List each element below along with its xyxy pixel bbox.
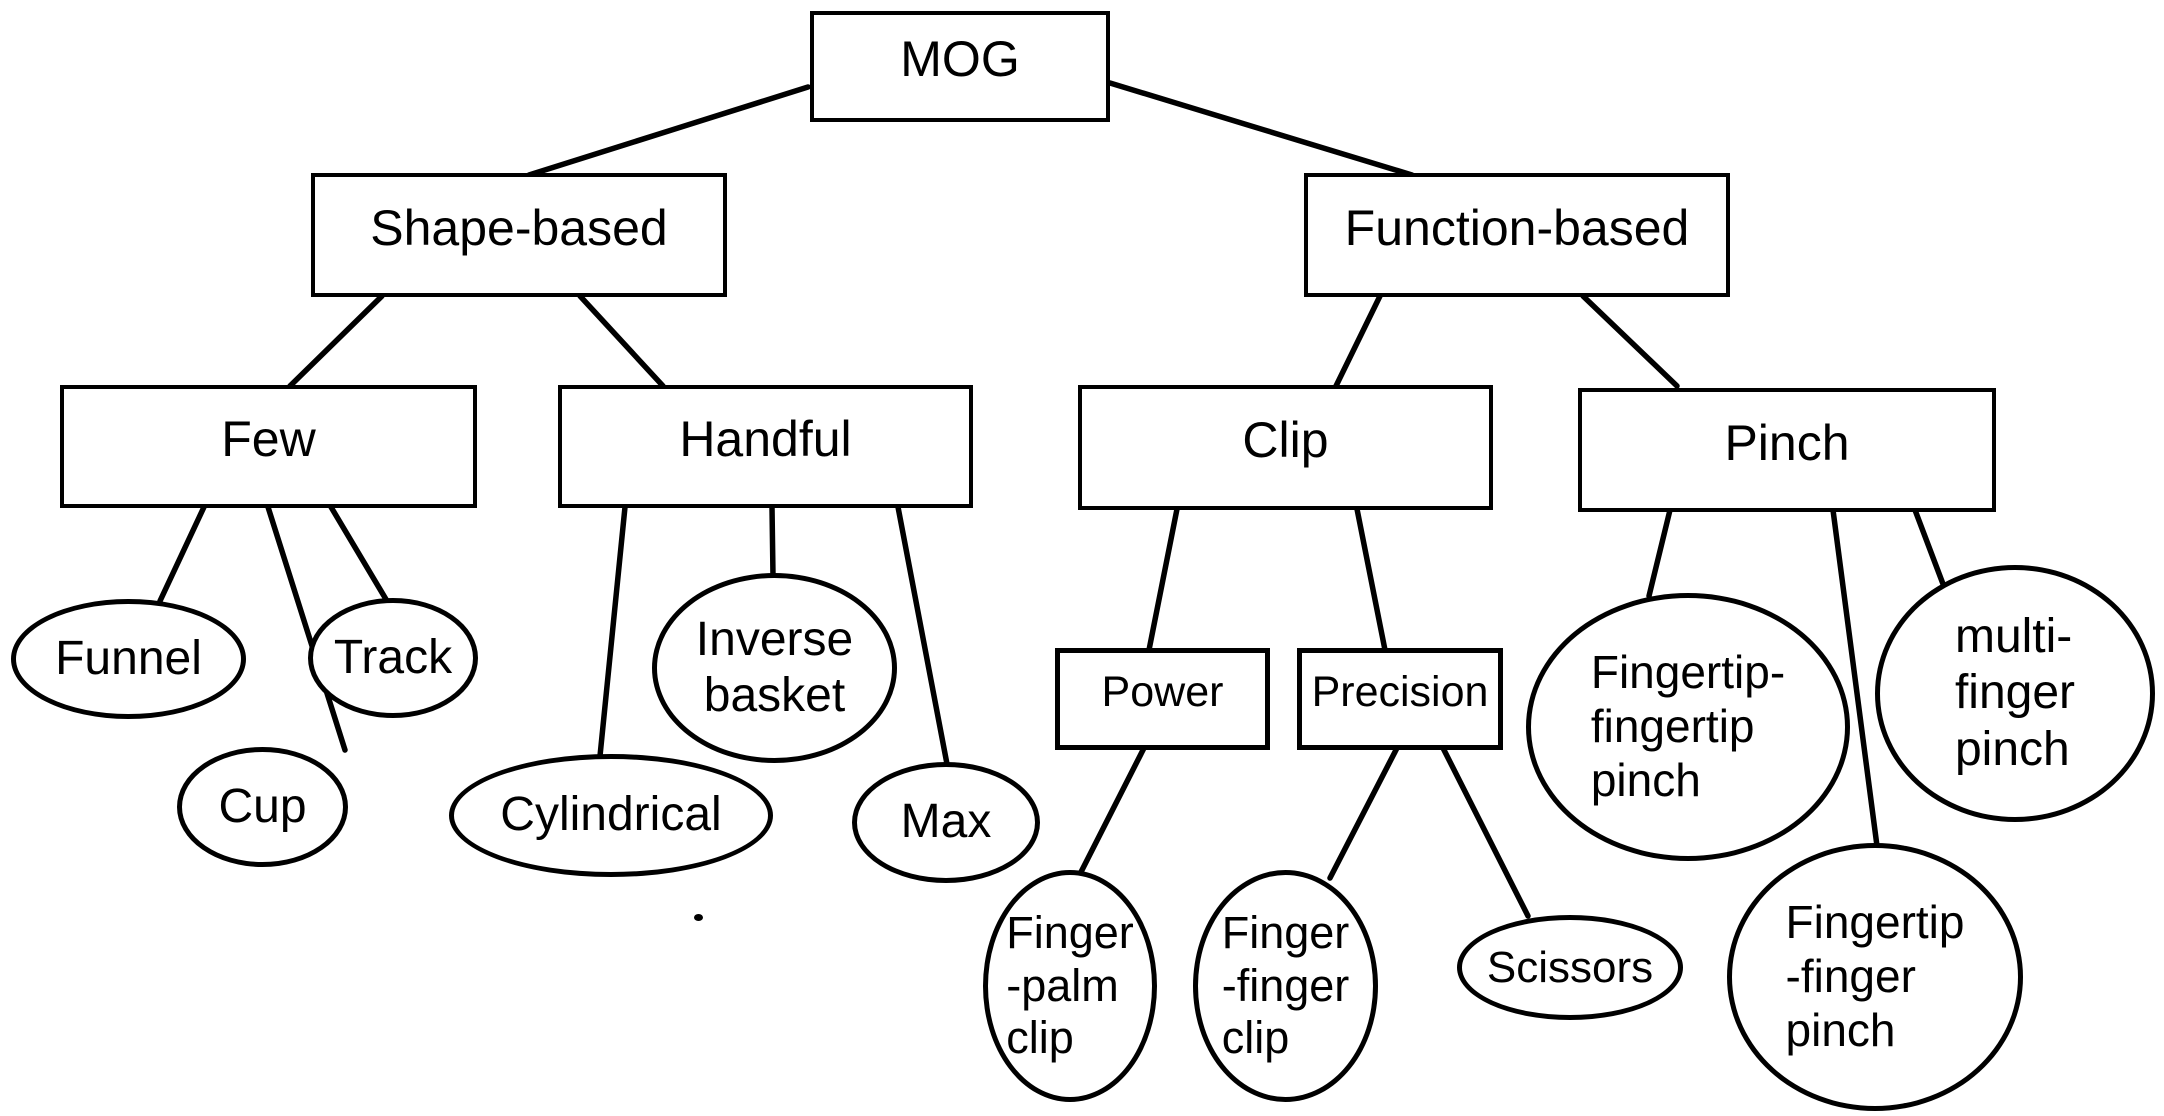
edge-few-funnel — [157, 504, 207, 604]
node-label-line: -finger — [1785, 950, 1916, 1003]
node-label-power: Power — [1102, 667, 1224, 731]
node-label-line: Pinch — [1724, 414, 1850, 471]
node-label-line: Finger — [1221, 907, 1350, 959]
node-label-mog: MOG — [900, 30, 1019, 103]
edge-power-finger-palm-clip — [1077, 745, 1147, 877]
node-label-line: fingertip — [1590, 700, 1755, 753]
edge-precision-scissors — [1440, 745, 1531, 919]
node-label-line: Inverse — [695, 612, 854, 666]
node-scissors: Scissors — [1457, 915, 1683, 1020]
edge-mog-shape-based — [526, 84, 811, 178]
node-few: Few — [60, 385, 477, 508]
node-label-line: Max — [900, 795, 992, 849]
node-handful: Handful — [558, 385, 973, 508]
edge-handful-cylindrical — [597, 504, 628, 759]
edge-shape-based-handful — [577, 293, 666, 389]
node-label-clip: Clip — [1242, 411, 1328, 484]
node-label-shape-based: Shape-based — [370, 199, 667, 272]
node-label-line: pinch — [1590, 753, 1701, 806]
node-pinch: Pinch — [1578, 388, 1996, 512]
node-shape-based: Shape-based — [311, 173, 727, 297]
node-cylindrical: Cylindrical — [449, 754, 773, 877]
node-label-max: Max — [901, 794, 992, 850]
node-label-line: Handful — [679, 411, 852, 468]
edge-function-based-clip — [1333, 293, 1383, 389]
edge-pinch-multi-finger-pinch — [1912, 507, 1946, 587]
node-mog: MOG — [810, 11, 1110, 122]
edge-pinch-fingertip-finger-pinch — [1830, 507, 1880, 849]
node-label-line: Cylindrical — [500, 788, 722, 842]
node-label-line: -palm — [1006, 959, 1119, 1011]
node-power: Power — [1055, 648, 1270, 750]
node-label-line: Clip — [1242, 412, 1329, 469]
node-funnel: Funnel — [11, 599, 246, 719]
edge-handful-inverse-basket — [769, 504, 776, 579]
node-clip: Clip — [1078, 385, 1493, 510]
node-cup: Cup — [177, 747, 348, 867]
node-label-line: basket — [703, 669, 846, 722]
edge-pinch-fingertip-fingertip-pinch — [1646, 507, 1673, 599]
node-max: Max — [852, 762, 1040, 883]
node-label-track: Track — [334, 630, 452, 686]
node-label-precision: Precision — [1312, 667, 1489, 731]
node-label-line: Fingertip- — [1590, 646, 1786, 699]
edge-handful-max — [895, 504, 950, 767]
node-label-pinch: Pinch — [1724, 414, 1849, 487]
node-label-line: -finger — [1221, 959, 1350, 1011]
node-label-line: finger — [1954, 666, 2076, 720]
node-label-scissors: Scissors — [1487, 942, 1653, 993]
node-track: Track — [308, 598, 478, 718]
node-function-based: Function-based — [1304, 173, 1730, 297]
node-label-line: Power — [1101, 667, 1224, 716]
node-label-few: Few — [221, 410, 315, 483]
node-label-line: MOG — [900, 31, 1020, 88]
edge-shape-based-few — [287, 293, 385, 389]
node-label-line: Shape-based — [370, 199, 668, 256]
edge-mog-function-based — [1107, 80, 1415, 178]
edge-few-cup — [265, 504, 348, 753]
node-label-line: Precision — [1311, 667, 1489, 716]
node-label-handful: Handful — [679, 410, 851, 483]
node-label-line: Few — [221, 411, 316, 468]
node-label-line: multi- — [1954, 610, 2073, 664]
node-label-function-based: Function-based — [1345, 199, 1690, 272]
node-label-line: clip — [1006, 1012, 1074, 1064]
node-label-line: clip — [1221, 1012, 1290, 1064]
node-label-cup: Cup — [218, 779, 306, 835]
edge-few-track — [328, 504, 390, 604]
node-label-funnel: Funnel — [55, 631, 202, 687]
node-label-line: pinch — [1785, 1003, 1896, 1056]
edge-function-based-pinch — [1580, 293, 1680, 389]
node-label-line: Fingertip — [1785, 896, 1965, 949]
stray-dot — [694, 914, 703, 921]
node-label-line: Cup — [218, 779, 307, 833]
node-label-cylindrical: Cylindrical — [500, 787, 721, 843]
edge-precision-finger-finger-clip — [1327, 745, 1400, 881]
node-label-line: Scissors — [1486, 942, 1654, 992]
node-label-line: Function-based — [1344, 199, 1690, 256]
edge-clip-power — [1146, 506, 1180, 653]
node-label-line: Track — [333, 630, 453, 684]
node-label-line: Finger — [1006, 907, 1134, 959]
node-precision: Precision — [1297, 648, 1503, 750]
node-label-line: pinch — [1954, 722, 2070, 776]
node-label-line: Funnel — [55, 631, 202, 685]
edge-clip-precision — [1354, 506, 1388, 653]
